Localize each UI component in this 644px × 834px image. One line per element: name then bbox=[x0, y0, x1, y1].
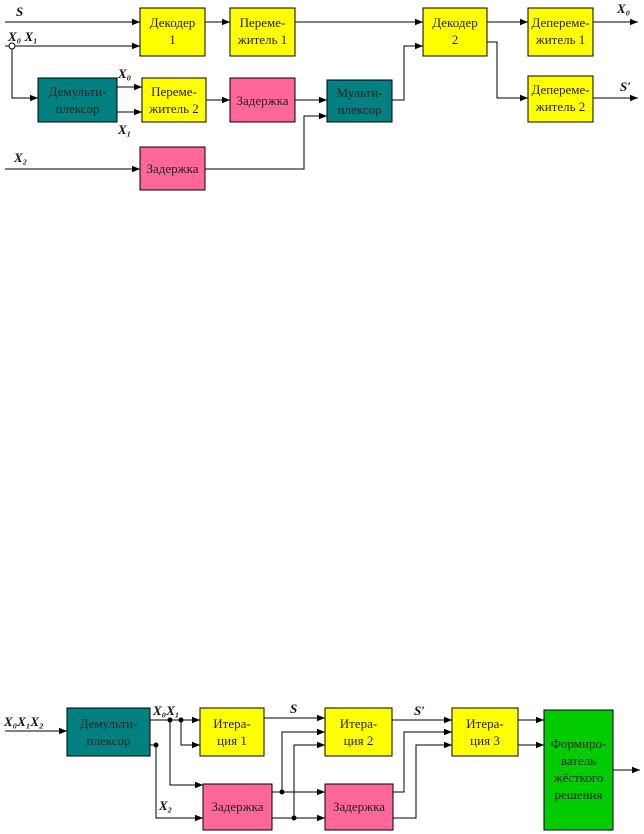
top-deinterleaver1-line1: Деперeме- bbox=[531, 15, 589, 30]
top-deinterleaver1-line2: житель 1 bbox=[535, 32, 586, 47]
top-junction bbox=[8, 42, 16, 50]
top-interleaver2-line2: житель 2 bbox=[148, 101, 199, 116]
top-block-deinterleaver2: Деперeме- житель 2 bbox=[527, 75, 594, 123]
bottom-label-s: S bbox=[290, 701, 297, 716]
bottom-demux-line1: Демульти- bbox=[80, 716, 138, 731]
top-block-decoder1: Декодер 1 bbox=[139, 7, 206, 57]
bottom-wires bbox=[5, 714, 640, 822]
top-block-decoder2: Декодер 2 bbox=[422, 7, 488, 57]
bottom-label-x2: X₂ bbox=[158, 798, 172, 813]
bottom-block-iter3: Итера- ция 3 bbox=[451, 707, 519, 757]
bottom-label-s-prime: S′ bbox=[414, 703, 425, 718]
bottom-iter1-line2: ция 1 bbox=[217, 733, 247, 748]
top-label-x1-demux: X₁ bbox=[117, 122, 131, 137]
top-label-s-in: S bbox=[16, 4, 23, 19]
bottom-iter2-line1: Итера- bbox=[340, 716, 377, 731]
bottom-delay1-label: Задержка bbox=[211, 799, 263, 814]
top-decoder2-line2: 2 bbox=[452, 32, 459, 47]
top-deinterleaver2-line1: Деперeме- bbox=[531, 82, 589, 97]
bottom-block-hard-decision: Формиро- ватель жёсткого решения bbox=[543, 709, 614, 831]
top-block-deinterleaver1: Деперeме- житель 1 bbox=[527, 7, 594, 57]
bottom-block-delay1: Задержка bbox=[202, 783, 273, 831]
bottom-delay2-label: Задержка bbox=[333, 799, 385, 814]
top-delay2-label: Задержка bbox=[146, 161, 198, 176]
top-label-x0-demux: X₀ bbox=[117, 66, 131, 81]
top-decoder1-line2: 1 bbox=[169, 32, 176, 47]
top-decoder2-line1: Декодер bbox=[432, 15, 477, 30]
top-block-demux: Демульти- плексор bbox=[37, 77, 118, 123]
top-label-x2-in: X₂ bbox=[13, 150, 27, 165]
bottom-iter3-line2: ция 3 bbox=[470, 733, 500, 748]
bottom-demux-line2: плексор bbox=[87, 733, 131, 748]
bottom-label-x0x1: X₀X₁ bbox=[152, 703, 179, 718]
top-wires bbox=[5, 18, 638, 173]
top-block-mux: Мульти- плексор bbox=[326, 79, 393, 123]
top-block-delay1: Задержка bbox=[229, 77, 296, 123]
top-interleaver1-line2: житель 1 bbox=[237, 32, 288, 47]
hard-decision-line3: жёсткого bbox=[553, 770, 604, 785]
top-delay1-label: Задержка bbox=[236, 93, 288, 108]
bottom-junctions bbox=[153, 717, 297, 821]
bottom-iter3-line1: Итера- bbox=[466, 716, 503, 731]
top-label-x0x1-in: X₀ X₁ bbox=[7, 29, 38, 44]
bottom-block-delay2: Задержка bbox=[324, 783, 394, 831]
bottom-iter2-line2: ция 2 bbox=[344, 733, 374, 748]
top-interleaver2-line1: Переме- bbox=[151, 84, 197, 99]
bottom-block-demux: Демульти- плексор bbox=[66, 707, 151, 757]
bottom-block-iter2: Итера- ция 2 bbox=[324, 707, 393, 757]
hard-decision-line4: решения bbox=[555, 787, 603, 802]
top-demux-line1: Демульти- bbox=[49, 84, 107, 99]
top-deinterleaver2-line2: житель 2 bbox=[535, 99, 586, 114]
top-interleaver1-line1: Переме- bbox=[240, 15, 286, 30]
top-block-interleaver1: Переме- житель 1 bbox=[229, 7, 296, 57]
hard-decision-line1: Формиро- bbox=[551, 736, 607, 751]
top-decoder1-line1: Декодер bbox=[150, 15, 195, 30]
bottom-block-iter1: Итера- ция 1 bbox=[199, 707, 265, 757]
hard-decision-line2: ватель bbox=[561, 753, 596, 768]
top-mux-line2: плексор bbox=[338, 102, 382, 117]
top-demux-line2: плексор bbox=[56, 101, 100, 116]
top-mux-line1: Мульти- bbox=[336, 85, 382, 100]
bottom-label-x-in: X₀X₁X₂ bbox=[3, 714, 44, 729]
top-label-s-out: S′ bbox=[620, 79, 631, 94]
top-label-x0-out: X₀ bbox=[616, 1, 630, 16]
bottom-iter1-line1: Итера- bbox=[213, 716, 250, 731]
top-block-delay2: Задержка bbox=[139, 146, 206, 191]
top-block-interleaver2: Переме- житель 2 bbox=[141, 77, 207, 123]
